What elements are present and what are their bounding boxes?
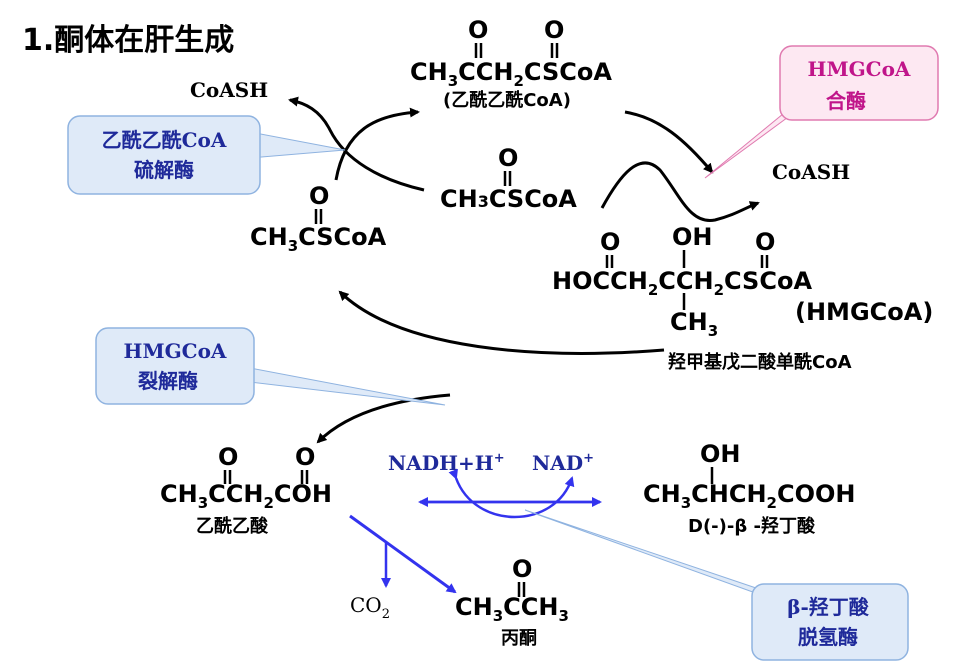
enzyme-label: β-羟丁酸 bbox=[787, 595, 870, 619]
carbonyl-o: O bbox=[468, 16, 488, 44]
arrow-release-coash-left bbox=[288, 96, 425, 192]
formula: CH3CSCoA bbox=[250, 223, 387, 255]
formula: CH3CCH2CSCoA bbox=[410, 58, 612, 90]
compound-abbr: (HMGCoA) bbox=[795, 298, 933, 326]
callout-box bbox=[67, 115, 261, 195]
callout-box bbox=[751, 583, 909, 661]
arrow-condensation-wave bbox=[600, 161, 760, 222]
compound-name: (乙酰乙酰CoA) bbox=[443, 89, 571, 111]
formula: CH3CSCoA bbox=[440, 185, 577, 213]
formula: HOCCH2CCH2CSCoA bbox=[552, 267, 812, 299]
enzyme-label: 乙酰乙酰CoA bbox=[102, 128, 227, 152]
formula: CH3CCH2COH bbox=[160, 480, 332, 512]
arrow-hmg-to-acetoacetate bbox=[316, 393, 451, 444]
compound-acetoacetate: O O CH3CCH2COH 乙酰乙酸 bbox=[160, 443, 332, 537]
compound-acetoacetyl-coa: O O CH3CCH2CSCoA (乙酰乙酰CoA) bbox=[410, 16, 612, 111]
arrow-nadh-nad-arc bbox=[448, 468, 575, 519]
nad-label: NAD+ bbox=[532, 451, 594, 475]
page-title: 1.酮体在肝生成 bbox=[22, 23, 234, 58]
arrow-acetyl-to-acetoacetyl bbox=[334, 107, 420, 181]
formula: CH3CHCH2COOH bbox=[643, 480, 856, 512]
co2-label: CO2 bbox=[350, 593, 390, 622]
arrow-decarboxylation bbox=[349, 514, 457, 594]
compound-acetyl-coa-left: O CH3CSCoA bbox=[250, 182, 387, 255]
compound-hydroxybutyrate: OH CH3CHCH2COOH D(-)-β -羟丁酸 bbox=[643, 440, 856, 537]
carbonyl-o: O bbox=[512, 555, 532, 583]
formula: CH3CCH3 bbox=[455, 593, 569, 625]
callout-box bbox=[779, 45, 939, 121]
coash-left: CoASH bbox=[190, 78, 268, 102]
compound-name: 羟甲基戊二酸单酰CoA bbox=[668, 351, 852, 373]
carbonyl-o: O bbox=[295, 443, 315, 471]
callout-hmg-synthase: HMGCoA 合酶 bbox=[704, 45, 939, 179]
carbonyl-o: O bbox=[600, 228, 620, 256]
enzyme-label: HMGCoA bbox=[808, 57, 911, 81]
callout-pointer bbox=[249, 131, 346, 159]
enzyme-label: 硫解酶 bbox=[134, 158, 194, 182]
carbonyl-o: O bbox=[755, 228, 775, 256]
carbonyl-o: O bbox=[309, 182, 329, 210]
compound-hmg-coa: O OH O HOCCH2CCH2CSCoA CH3 (HMGCoA) 羟甲基戊… bbox=[552, 223, 933, 373]
callout-pointer bbox=[249, 367, 446, 406]
enzyme-label: 脱氢酶 bbox=[798, 625, 858, 649]
compound-name: 乙酰乙酸 bbox=[196, 515, 269, 537]
carbonyl-o: O bbox=[498, 144, 518, 172]
nadh-label: NADH+H+ bbox=[388, 451, 505, 475]
callout-hmg-lyase: HMGCoA 裂解酶 bbox=[95, 327, 446, 406]
hydroxyl-oh: OH bbox=[672, 223, 713, 251]
compound-acetone: O CH3CCH3 丙酮 bbox=[455, 555, 569, 649]
enzyme-label: HMGCoA bbox=[124, 339, 227, 363]
compound-name: D(-)-β -羟丁酸 bbox=[688, 515, 816, 537]
carbonyl-o: O bbox=[218, 443, 238, 471]
enzyme-label: 合酶 bbox=[826, 89, 866, 113]
arrow-hmg-back-to-acetyl bbox=[338, 290, 665, 355]
enzyme-label: 裂解酶 bbox=[138, 369, 198, 393]
compound-acetyl-coa-middle: O CH3CSCoA bbox=[440, 144, 577, 213]
arrow-acetoacetyl-to-hmg bbox=[624, 110, 714, 174]
coash-right: CoASH bbox=[772, 160, 850, 184]
methyl-group: CH3 bbox=[670, 308, 718, 340]
callout-bhb-dehydrogenase: β-羟丁酸 脱氢酶 bbox=[524, 509, 909, 661]
carbonyl-o: O bbox=[544, 16, 564, 44]
callout-box bbox=[95, 327, 255, 405]
compound-name: 丙酮 bbox=[501, 628, 537, 649]
callout-thiolase: 乙酰乙酰CoA 硫解酶 bbox=[67, 115, 346, 195]
hydroxyl-oh: OH bbox=[700, 440, 741, 468]
